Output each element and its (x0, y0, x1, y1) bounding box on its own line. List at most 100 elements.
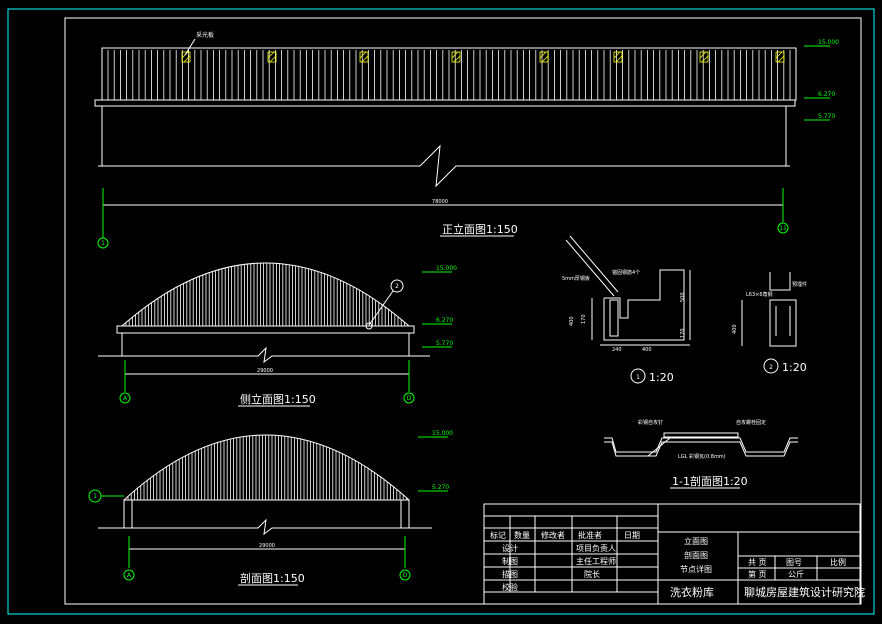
tb-row-3: 校验 (502, 582, 518, 592)
front-elev-mid1: 6.270 (818, 91, 835, 98)
skylight-hatch (777, 55, 785, 63)
skylight-hatch (267, 51, 275, 59)
tb-project: 洗衣粉库 (670, 585, 714, 599)
skylight-hatch (615, 55, 623, 63)
side-axis-left-label: A (123, 395, 128, 402)
skylight-label: 采光板 (196, 31, 214, 39)
skylight-hatch (541, 55, 549, 63)
section-axis-left-marker (123, 569, 135, 581)
tb-info-header-0: 共 页 (748, 558, 767, 567)
tb-drawing-2: 节点详图 (680, 564, 712, 574)
side-elevation: 29000 A D 2 15.000 6.270 5.770 侧立面图1:150 (98, 262, 457, 407)
inner-border (64, 17, 862, 605)
outer-border (7, 8, 875, 615)
detail1-label-4: 170 (581, 314, 587, 324)
skylight-panel (181, 51, 191, 63)
side-dimension: 29000 (257, 368, 273, 374)
skylight-hatch (183, 55, 191, 63)
detail2-label-2: 400 (732, 324, 738, 334)
tb-role-0: 项目负责人 (576, 543, 616, 553)
front-dimension: 78000 (432, 199, 448, 205)
skylight-panel (775, 51, 785, 63)
front-ground-break (98, 144, 790, 188)
section11-title: 1-1剖面图1:20 (672, 474, 748, 488)
side-axis-right-marker (403, 392, 415, 404)
section-1-1: 彩钢自攻钉 自攻螺栓固定 LGL 彩钢瓦(0.8mm) 1-1剖面图1:20 (604, 419, 798, 489)
detail1-label-1: 锚固钢筋4个 (612, 269, 640, 276)
title-block: 标记 数量 修改者 批准者 日期 设计 制图 描图 校验 项目负责人 主任工程师… (483, 503, 865, 605)
side-elev-mid1: 6.270 (436, 317, 453, 324)
section11-label-1: 自攻螺栓固定 (736, 419, 766, 426)
tb-header-2: 修改者 (541, 530, 565, 540)
tb-header-1: 数量 (514, 530, 530, 540)
detail1-label-0: 5mm厚钢板 (562, 275, 590, 282)
section-wall-right (400, 499, 410, 529)
detail1-label-3: 400 (569, 316, 575, 326)
side-title: 侧立面图1:150 (240, 392, 316, 406)
front-elev-top: 15.000 (818, 39, 839, 46)
tb-info-header-2: 比例 (830, 557, 846, 567)
tb-header-4: 日期 (624, 531, 640, 540)
section-title: 剖面图1:150 (240, 571, 305, 585)
skylight-panels (181, 51, 785, 63)
skylight-hatch (699, 51, 707, 59)
skylight-panel (613, 51, 623, 63)
tb-info-row-2: 公斤 (788, 569, 804, 579)
section-axis-left-label: A (127, 572, 132, 579)
skylight-hatch (269, 55, 277, 63)
section-dimension: 29000 (259, 543, 275, 549)
tb-role-1: 主任工程师 (576, 556, 616, 566)
skylight-panel (539, 51, 549, 63)
front-elev-mid2: 5.770 (818, 113, 835, 120)
side-detail-marker (390, 279, 404, 293)
section11-label-2: LGL 彩钢瓦(0.8mm) (678, 453, 726, 460)
side-arch (121, 262, 410, 327)
detail1-label-2: 500 (680, 292, 686, 302)
front-axis-left-marker (97, 237, 109, 249)
tb-drawing-0: 立面图 (684, 536, 708, 546)
section-elev-top: 15.000 (432, 430, 453, 437)
detail1-label-6: 240 (612, 347, 622, 353)
tb-info-row-0: 第 页 (748, 569, 767, 579)
skylight-hatch (359, 51, 367, 59)
side-eave (116, 325, 415, 334)
front-title: 正立面图1:150 (442, 222, 518, 236)
detail1-label-5: 170 (680, 328, 686, 338)
tb-row-0: 设计 (502, 543, 518, 553)
detail-1: 5mm厚钢板 锚固钢筋4个 500 400 170 170 240 400 1 … (562, 235, 691, 384)
side-axis-left-marker (119, 392, 131, 404)
tb-row-2: 描图 (502, 569, 518, 579)
section-axis-right-label: D (403, 572, 408, 579)
section-elev-mid: 5.270 (432, 484, 449, 491)
side-arch-ribs (125, 263, 405, 326)
front-axis-right-label: 11 (779, 225, 787, 232)
detail2-label-0: L63×6角钢 (746, 291, 773, 298)
detail1-label-7: 400 (642, 347, 652, 353)
skylight-panel (267, 51, 277, 63)
skylight-hatch (539, 51, 547, 59)
side-ground-break (98, 346, 430, 364)
section-ground-break (98, 518, 432, 536)
side-elev-top: 15.000 (436, 265, 457, 272)
detail1-no: 1 (636, 374, 640, 381)
skylight-hatch (613, 51, 621, 59)
tb-role-2: 院长 (584, 569, 600, 579)
section-detail-no: 1 (93, 493, 97, 500)
tb-header-0: 标记 (490, 530, 506, 540)
skylight-hatch (451, 51, 459, 59)
front-elevation: 78000 1 11 采光板 15.000 6.270 5.770 正立面图1:… (94, 31, 839, 249)
section-wall-left (123, 499, 133, 529)
section-view: 29000 A D 1 15.000 5.270 剖面图1:150 (88, 430, 453, 586)
tb-institute: 聊城房屋建筑设计研究院 (744, 585, 865, 599)
side-detail-no: 2 (395, 283, 399, 290)
detail1-no-marker (630, 368, 646, 384)
side-axis-right-label: D (407, 395, 412, 402)
detail1-title: 1:20 (649, 371, 674, 384)
skylight-hatch (453, 55, 461, 63)
tb-drawing-1: 剖面图 (684, 550, 708, 560)
skylight-panel (699, 51, 709, 63)
skylight-hatch (361, 55, 369, 63)
tb-info-header-1: 图号 (786, 558, 802, 567)
front-roof-ribs (107, 50, 791, 100)
